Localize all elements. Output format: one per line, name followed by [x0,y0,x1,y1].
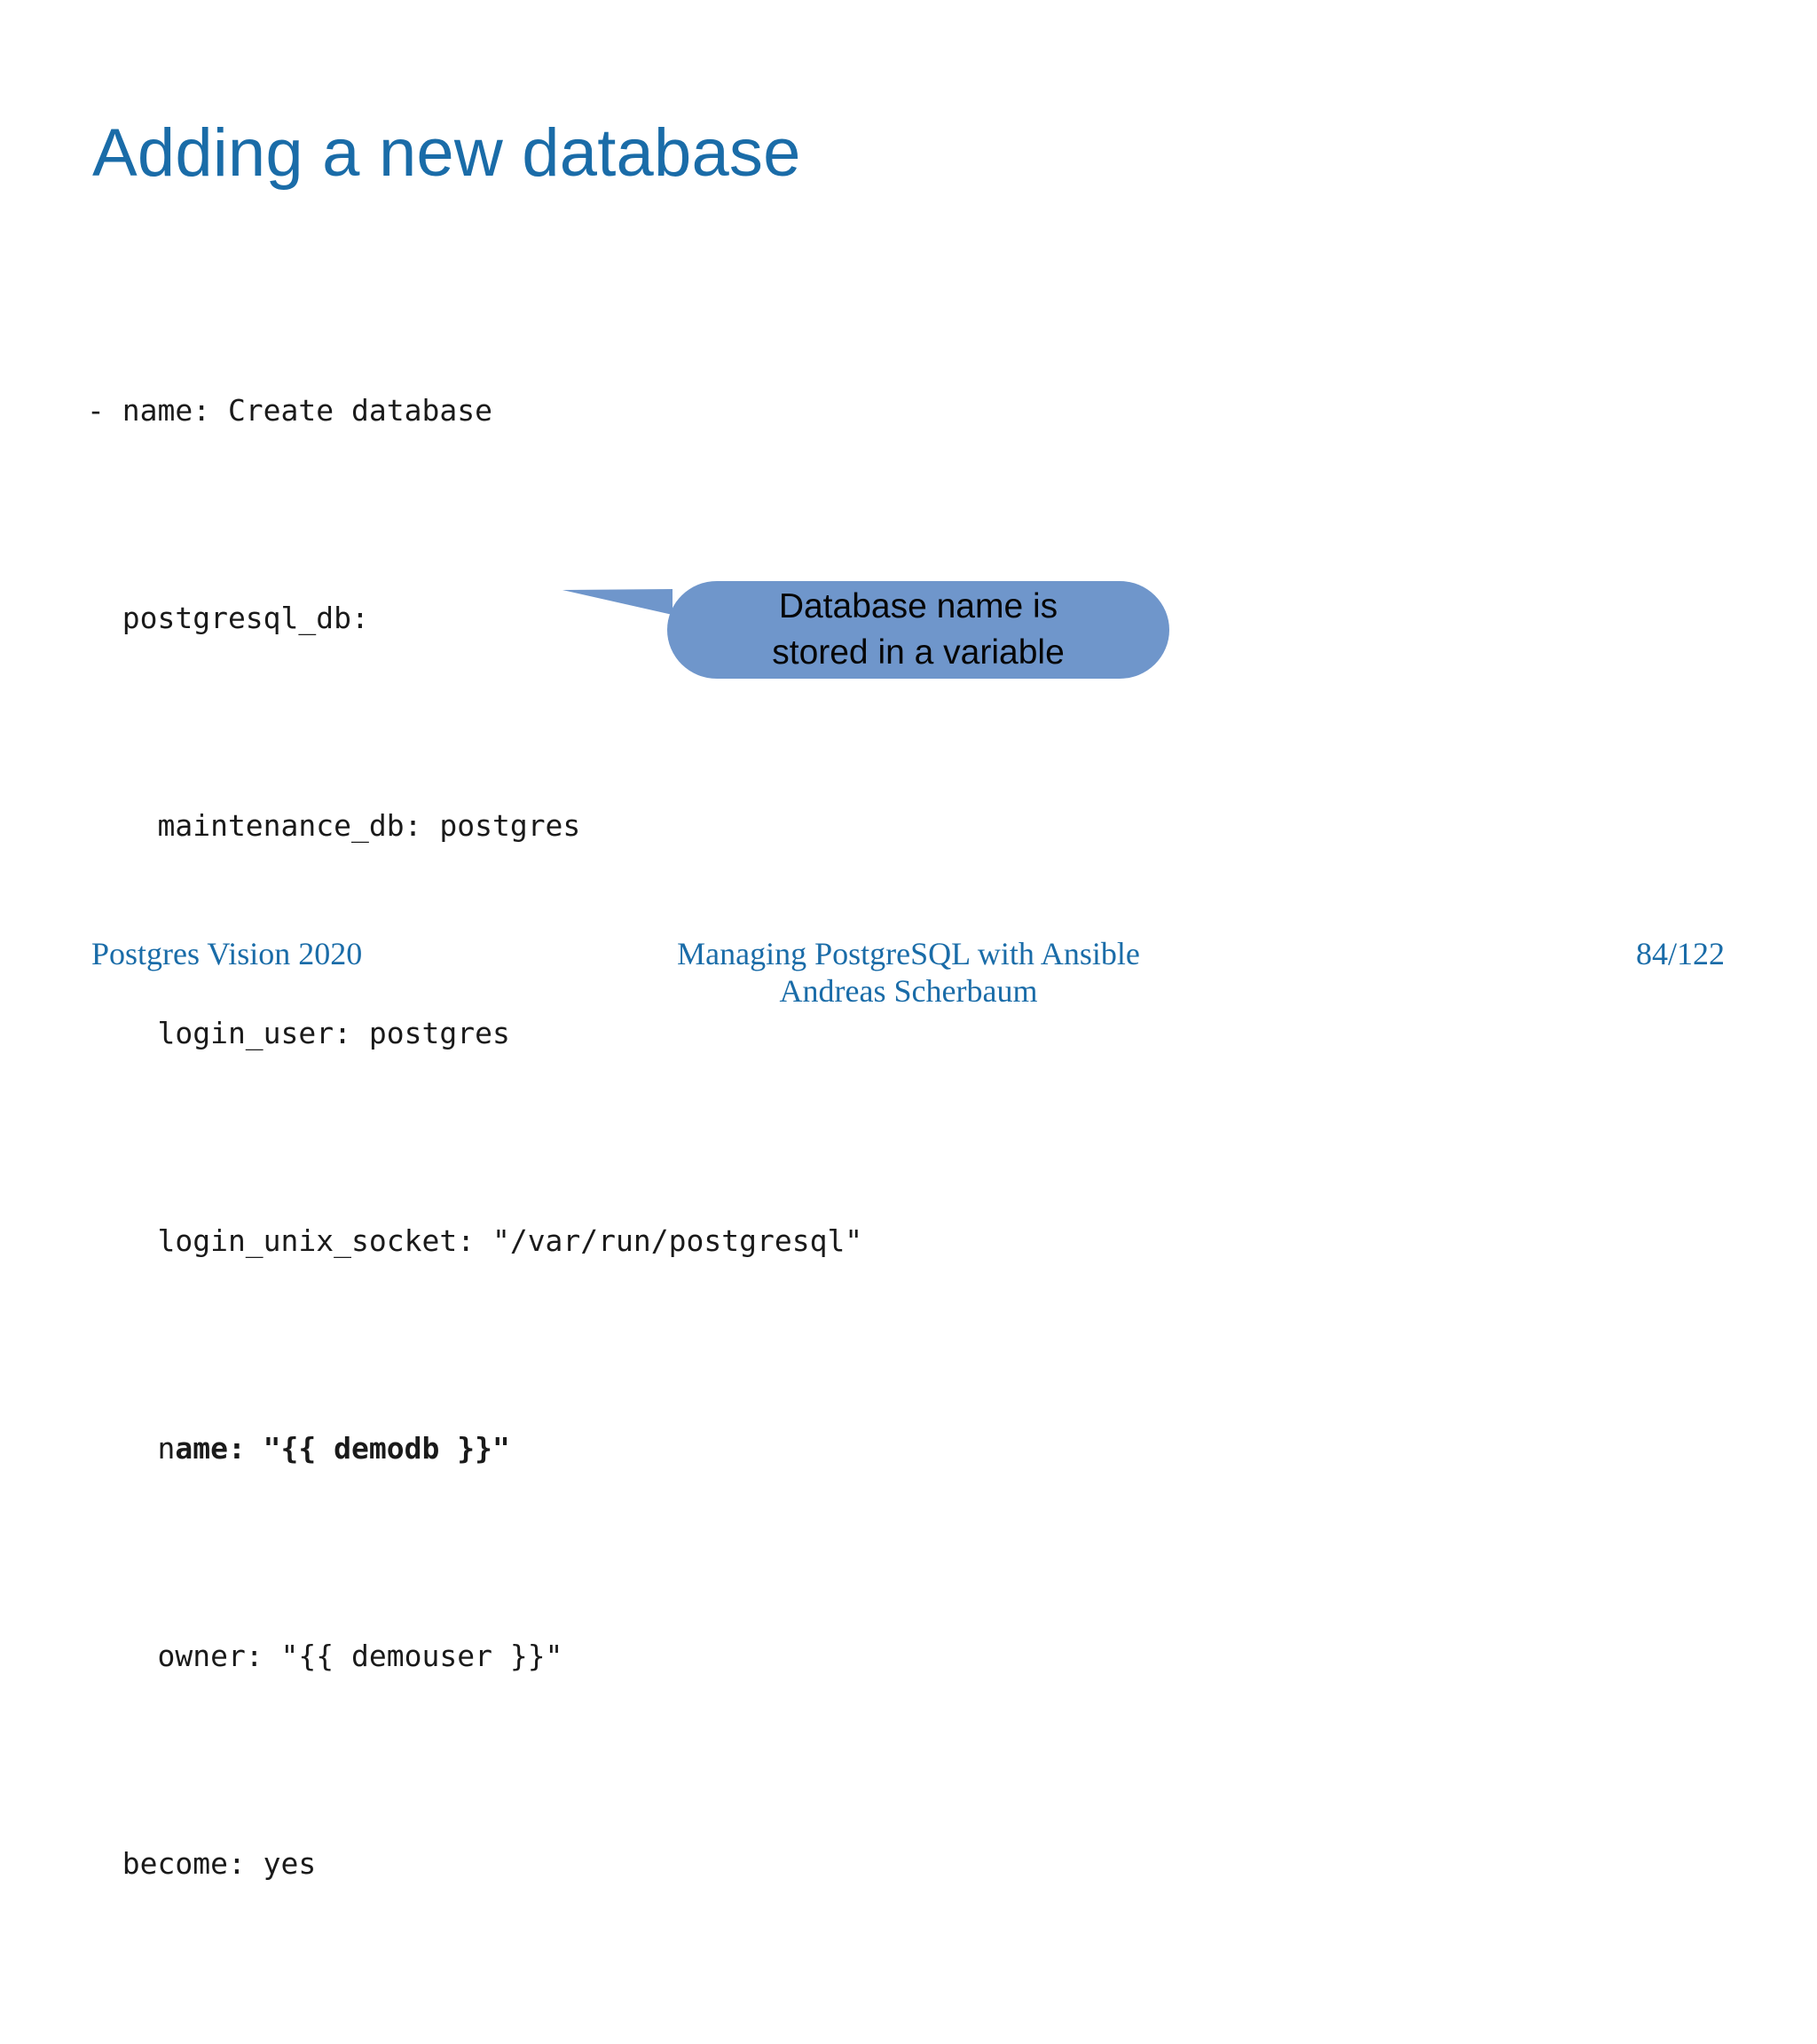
code-line: - name: Create database [87,376,1240,445]
footer-event-name: Postgres Vision 2020 [91,936,363,971]
code-line: postgresql_db: [87,584,1240,653]
callout-line-2: stored in a variable [772,633,1065,672]
code-line: maintenance_db: postgres [87,791,1240,861]
footer-talk-info: Managing PostgreSQL with Ansible Andreas… [677,935,1140,1010]
code-text-bold: ame: "{{ demodb }}" [175,1431,510,1466]
code-text: login_user: postgres [87,1016,510,1050]
page-title: Adding a new database [92,114,801,191]
code-line: owner: "{{ demouser }}" [87,1622,1240,1691]
code-text: - name: Create database [87,393,492,428]
callout-bubble: Database name is stored in a variable [562,581,1169,679]
callout-line-1: Database name is [778,587,1058,625]
footer-page-number: 84/122 [1635,936,1725,971]
slide-footer: Postgres Vision 2020 Managing PostgreSQL… [0,928,1817,1017]
code-block: - name: Create database postgresql_db: m… [87,238,1240,2044]
slide-canvas: Adding a new database - name: Create dat… [0,114,1817,1881]
code-text: owner: "{{ demouser }}" [87,1639,563,1673]
code-line: become: yes [87,1829,1240,1899]
code-text: maintenance_db: postgres [87,808,581,843]
code-text: become: yes [87,1846,317,1881]
code-text: n [87,1431,176,1466]
code-line: become_user: postgres [87,2037,1240,2044]
footer-talk-title: Managing PostgreSQL with Ansible [677,936,1140,971]
code-line: login_unix_socket: "/var/run/postgresql" [87,1207,1240,1276]
code-line-highlighted: name: "{{ demodb }}" [87,1414,1240,1483]
callout-pointer-icon [562,589,673,615]
code-text: login_unix_socket: "/var/run/postgresql" [87,1223,863,1258]
code-text: postgresql_db: [87,601,369,635]
callout-body: Database name is stored in a variable [667,581,1169,679]
footer-speaker-name: Andreas Scherbaum [779,973,1038,1009]
